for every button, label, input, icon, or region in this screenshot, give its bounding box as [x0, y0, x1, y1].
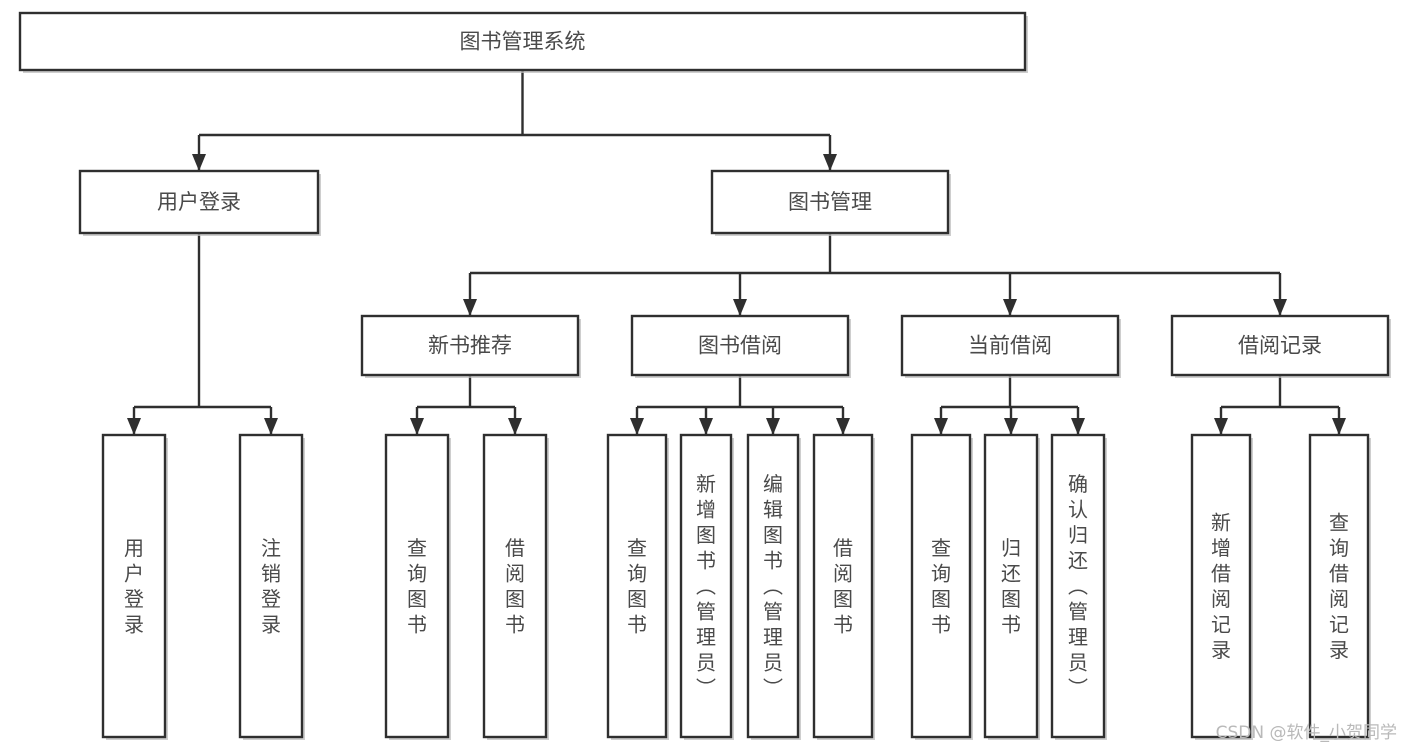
node-label: 查询图书 — [407, 536, 427, 637]
node-box — [482, 433, 548, 739]
node-label: 新增图书︵管理员︶ — [696, 472, 716, 700]
node-box — [900, 314, 1120, 377]
arrow-head — [1273, 299, 1287, 316]
node-label: 用户登录 — [157, 190, 241, 214]
arrow-head — [127, 418, 141, 435]
node-label: 查询借阅记录 — [1329, 510, 1349, 662]
node-label: 归还图书 — [1001, 536, 1021, 637]
node-current-borrow[interactable]: 当前借阅 — [900, 314, 1121, 378]
node-leaf-confirm-return[interactable]: 确认归还︵管理员︶ — [1050, 433, 1107, 740]
node-label: 新书推荐 — [428, 334, 512, 358]
node-label: 确认归还︵管理员︶ — [1068, 472, 1088, 700]
node-root[interactable]: 图书管理系统 — [18, 11, 1028, 73]
arrow-head — [192, 154, 206, 171]
node-box — [1190, 433, 1252, 739]
arrow-head — [823, 154, 837, 171]
node-book-borrow[interactable]: 图书借阅 — [630, 314, 851, 378]
node-leaf-query-book-recommend[interactable]: 查询图书 — [384, 433, 451, 740]
node-box — [18, 11, 1027, 72]
node-leaf-edit-book[interactable]: 编辑图书︵管理员︶ — [746, 433, 801, 740]
node-leaf-query-book-current[interactable]: 查询图书 — [910, 433, 973, 740]
node-box — [983, 433, 1039, 739]
arrow-head — [1004, 418, 1018, 435]
node-label: 图书管理系统 — [460, 30, 586, 54]
arrow-head — [508, 418, 522, 435]
node-box — [746, 433, 800, 739]
node-box — [1308, 433, 1370, 739]
node-leaf-user-login[interactable]: 用户登录 — [101, 433, 168, 740]
node-label: 图书管理 — [788, 190, 872, 214]
arrow-head — [410, 418, 424, 435]
node-label: 查询图书 — [627, 536, 647, 637]
arrow-head — [766, 418, 780, 435]
node-leaf-add-borrow-record[interactable]: 新增借阅记录 — [1190, 433, 1253, 740]
node-leaf-query-borrow-record[interactable]: 查询借阅记录 — [1308, 433, 1371, 740]
node-label: 当前借阅 — [968, 334, 1052, 358]
node-box — [606, 433, 668, 739]
node-box — [910, 433, 972, 739]
arrow-head — [1214, 418, 1228, 435]
arrow-head — [1071, 418, 1085, 435]
node-user-login[interactable]: 用户登录 — [78, 169, 321, 236]
node-label: 借阅图书 — [505, 536, 525, 637]
arrow-head — [630, 418, 644, 435]
node-box — [630, 314, 850, 377]
node-label: 用户登录 — [124, 536, 144, 637]
node-box — [238, 433, 304, 739]
node-label: 注销登录 — [261, 536, 281, 637]
arrow-head — [264, 418, 278, 435]
node-box — [78, 169, 320, 235]
node-leaf-query-book-borrow[interactable]: 查询图书 — [606, 433, 669, 740]
node-layer: 图书管理系统用户登录图书管理新书推荐图书借阅当前借阅借阅记录用户登录注销登录查询… — [18, 11, 1391, 740]
node-label: 图书借阅 — [698, 334, 782, 358]
node-label: 编辑图书︵管理员︶ — [763, 472, 783, 700]
node-box — [1170, 314, 1390, 377]
node-leaf-return-book[interactable]: 归还图书 — [983, 433, 1040, 740]
node-label: 借阅图书 — [833, 536, 853, 637]
node-book-manage[interactable]: 图书管理 — [710, 169, 951, 236]
arrow-head — [934, 418, 948, 435]
arrow-head — [699, 418, 713, 435]
node-box — [679, 433, 733, 739]
arrow-head — [1332, 418, 1346, 435]
arrow-head — [836, 418, 850, 435]
node-box — [101, 433, 167, 739]
node-box — [710, 169, 950, 235]
node-leaf-logout[interactable]: 注销登录 — [238, 433, 305, 740]
arrow-head — [463, 299, 477, 316]
node-leaf-borrow-book[interactable]: 借阅图书 — [812, 433, 875, 740]
node-box — [1050, 433, 1106, 739]
node-leaf-borrow-book-recommend[interactable]: 借阅图书 — [482, 433, 549, 740]
node-leaf-add-book[interactable]: 新增图书︵管理员︶ — [679, 433, 734, 740]
connector-layer — [127, 70, 1346, 435]
arrow-head — [733, 299, 747, 316]
node-label: 查询图书 — [931, 536, 951, 637]
node-box — [384, 433, 450, 739]
node-label: 借阅记录 — [1238, 334, 1322, 358]
node-new-book-recommend[interactable]: 新书推荐 — [360, 314, 581, 378]
arrow-head — [1003, 299, 1017, 316]
node-label: 新增借阅记录 — [1211, 510, 1231, 662]
node-borrow-record[interactable]: 借阅记录 — [1170, 314, 1391, 378]
node-box — [360, 314, 580, 377]
node-box — [812, 433, 874, 739]
